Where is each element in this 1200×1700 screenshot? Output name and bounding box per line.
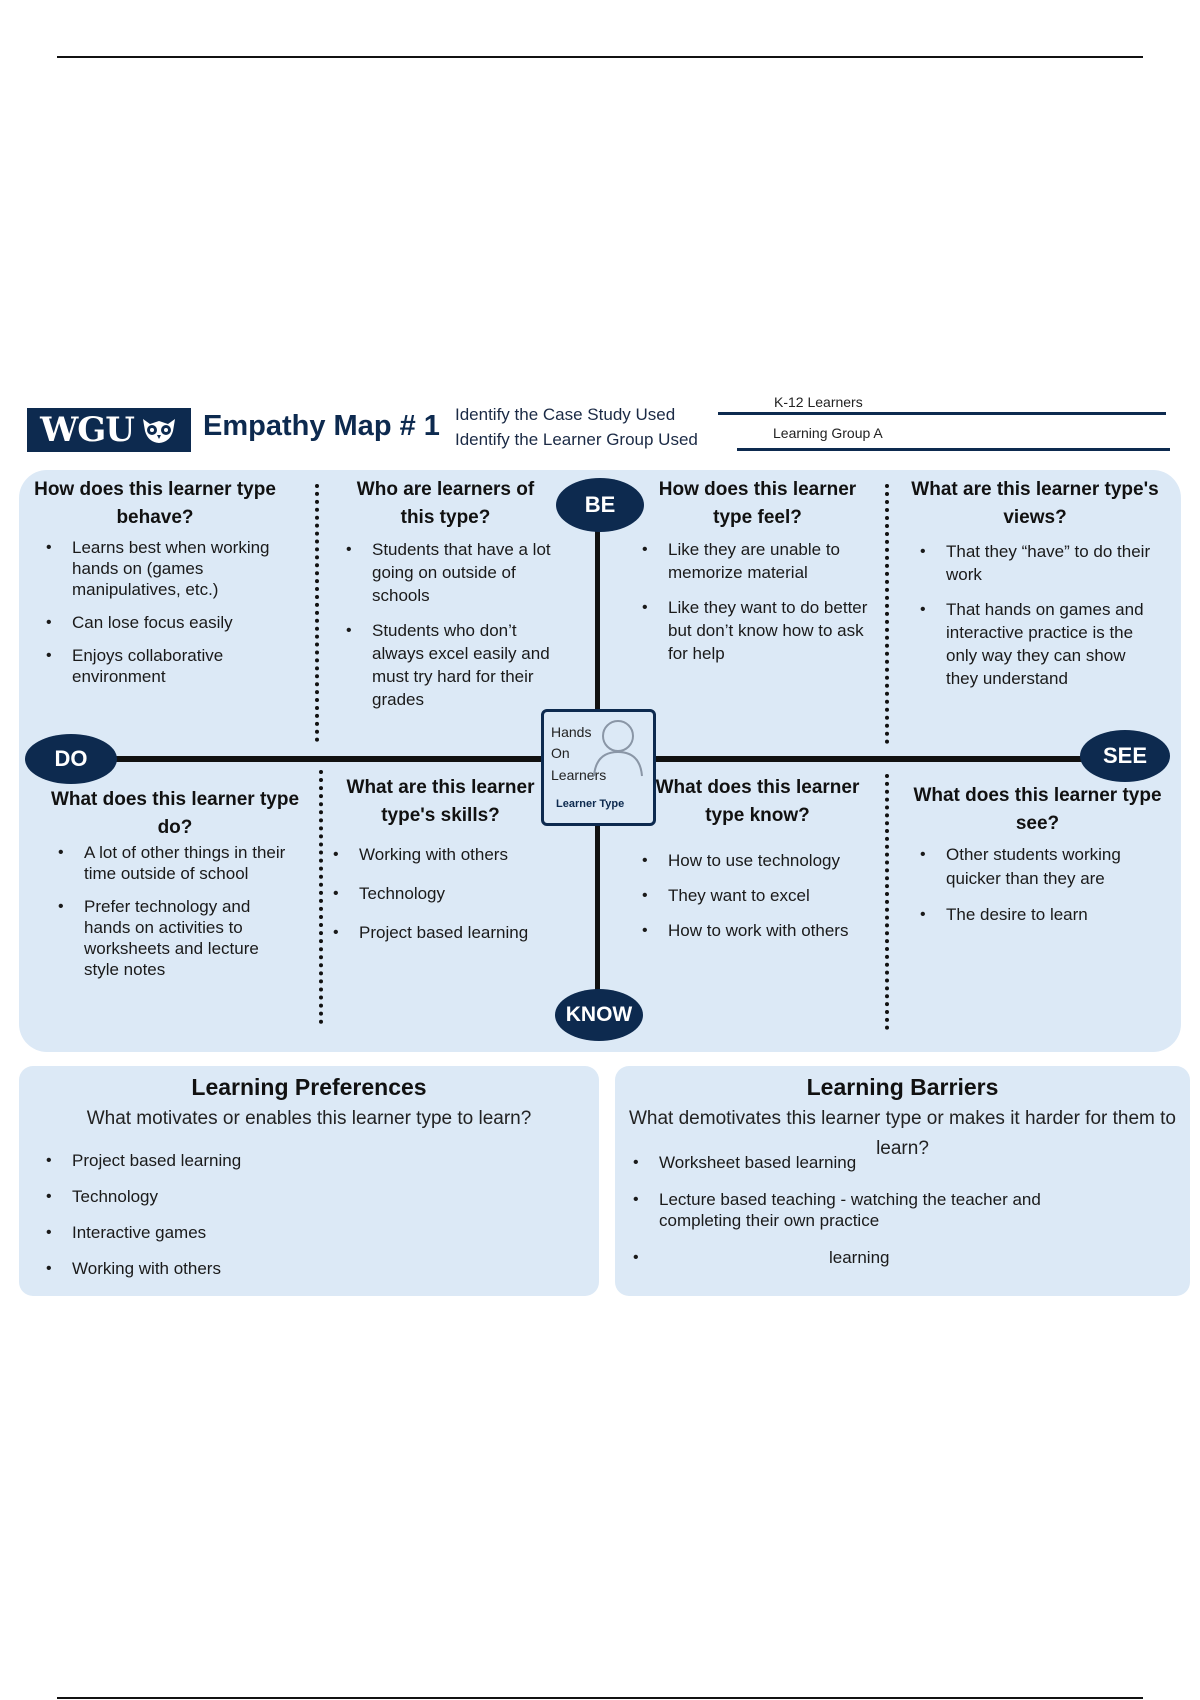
see-list: Other students working quicker than they… (920, 843, 1155, 939)
views-list: That they “have” to do their work That h… (920, 540, 1155, 702)
list-item: Technology (46, 1186, 566, 1208)
case-study-value[interactable]: K-12 Learners (774, 394, 863, 410)
list-item: A lot of other things in their time outs… (58, 842, 298, 884)
learner-type-line: On (551, 745, 570, 761)
do-list: A lot of other things in their time outs… (58, 842, 298, 992)
learner-type-caption: Learner Type (556, 798, 625, 810)
list-item: They want to excel (642, 884, 857, 907)
bottom-rule (57, 1697, 1143, 1699)
list-item: The desire to learn (920, 903, 1155, 927)
feel-question: How does this learner type feel? (658, 479, 857, 528)
owl-icon (142, 419, 175, 443)
list-item: Prefer technology and hands on activitie… (58, 896, 298, 980)
learner-type-card: Hands On Learners Learner Type (541, 709, 656, 826)
be-marker: BE (556, 478, 644, 532)
list-item: That they “have” to do their work (920, 540, 1155, 586)
map-title: Empathy Map # 1 (203, 410, 440, 442)
list-item: Like they want to do better but don’t kn… (642, 596, 872, 665)
see-marker: SEE (1080, 730, 1170, 782)
case-study-underline (718, 412, 1166, 415)
know-question: What does this learner type know? (655, 777, 860, 826)
do-question: What does this learner type do? (50, 789, 300, 838)
learner-group-label: Identify the Learner Group Used (455, 430, 698, 449)
person-icon (593, 720, 643, 777)
preferences-list: Project based learning Technology Intera… (46, 1150, 566, 1294)
list-item: Enjoys collaborative environment (46, 645, 286, 687)
case-study-label: Identify the Case Study Used (455, 405, 676, 424)
who-list: Students that have a lot going on outsid… (346, 538, 571, 723)
learner-group-value[interactable]: Learning Group A (773, 425, 883, 441)
divider-dotted (885, 774, 889, 1030)
list-item: Interactive games (46, 1222, 566, 1244)
list-item: Worksheet based learning (633, 1152, 1113, 1173)
learner-type-line: Hands (551, 724, 592, 740)
list-item: Other students working quicker than they… (920, 843, 1155, 891)
divider-dotted (319, 770, 323, 1024)
list-item: Working with others (333, 844, 573, 866)
learner-type-line: Learners (551, 767, 607, 783)
list-item: Learns best when working hands on (games… (46, 537, 286, 600)
list-item: How to use technology (642, 849, 857, 872)
skills-question: What are this learner type's skills? (346, 777, 535, 826)
list-item: Students who don’t always excel easily a… (346, 619, 571, 711)
behave-list: Learns best when working hands on (games… (46, 537, 286, 699)
list-item: Can lose focus easily (46, 612, 286, 633)
wgu-logo: WGU (27, 408, 191, 452)
learning-barriers-box: Learning Barriers What demotivates this … (615, 1066, 1190, 1296)
list-item: learning (633, 1247, 1113, 1268)
list-item: Project based learning (46, 1150, 566, 1172)
list-item: Lecture based teaching - watching the te… (633, 1189, 1113, 1231)
who-question: Who are learners of this type? (356, 479, 535, 528)
views-question: What are this learner type's views? (911, 479, 1159, 528)
divider-dotted (885, 484, 889, 744)
list-item: Like they are unable to memorize materia… (642, 538, 872, 584)
learner-group-underline (737, 448, 1170, 451)
list-item: Students that have a lot going on outsid… (346, 538, 571, 607)
top-rule (57, 56, 1143, 58)
logo-text: WGU (40, 410, 135, 450)
know-list: How to use technology They want to excel… (642, 849, 857, 954)
list-item: Working with others (46, 1258, 566, 1280)
learning-preferences-box: Learning Preferences What motivates or e… (19, 1066, 599, 1296)
list-item: That hands on games and interactive prac… (920, 598, 1155, 690)
know-marker: KNOW (555, 989, 643, 1041)
behave-question: How does this learner type behave? (34, 479, 276, 528)
skills-list: Working with others Technology Project b… (333, 844, 573, 961)
preferences-subtitle: What motivates or enables this learner t… (86, 1108, 532, 1129)
divider-dotted (315, 484, 319, 742)
list-item: Project based learning (333, 922, 573, 944)
do-marker: DO (25, 734, 117, 784)
barriers-title: Learning Barriers (806, 1074, 999, 1100)
see-question: What does this learner type see? (913, 785, 1162, 834)
list-item: Technology (333, 883, 573, 905)
list-item: How to work with others (642, 919, 857, 942)
feel-list: Like they are unable to memorize materia… (642, 538, 872, 677)
preferences-title: Learning Preferences (191, 1074, 427, 1100)
barriers-list: Worksheet based learning Lecture based t… (633, 1152, 1113, 1280)
